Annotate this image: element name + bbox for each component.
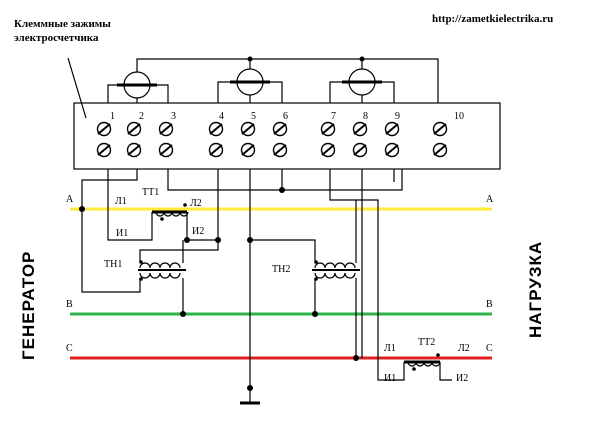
screw-terminal [352,142,368,158]
tn2-name: ТН2 [272,264,290,275]
screw-terminal [96,142,112,158]
screw-terminal [320,142,336,158]
current-transformer-tt1 [152,203,189,221]
screw-terminal [384,142,400,158]
phase-a-left-label: A [66,194,74,205]
terminal-number: 7 [331,111,336,122]
tt2-name: ТТ2 [418,337,435,348]
header-title-line1: Клеммные зажимы [14,18,111,30]
terminal-number: 10 [454,111,464,122]
screw-terminal [384,121,400,137]
meter-internal-wiring [107,56,439,103]
tt1-l2-label: Л2 [190,198,202,209]
tt1-i1-label: И1 [116,228,128,239]
screw-terminal [272,121,288,137]
screw-terminal [208,121,224,137]
screw-terminal [240,142,256,158]
terminal-number: 6 [283,111,288,122]
source-url: http://zametkielectrika.ru [432,13,553,25]
terminal-number: 1 [110,111,115,122]
terminal-block [73,102,501,170]
voltage-transformer-tn2 [312,260,360,281]
phase-a-right-label: A [486,194,494,205]
current-transformer-tt2 [404,353,452,381]
screw-terminal [158,121,174,137]
terminal-number: 8 [363,111,368,122]
external-wiring [79,169,405,405]
phase-b-right-label: B [486,299,493,310]
screw-terminal [208,142,224,158]
load-label: НАГРУЗКА [526,241,545,338]
terminal-number: 2 [139,111,144,122]
screw-terminal [158,142,174,158]
screw-terminal [352,121,368,137]
terminal-number: 9 [395,111,400,122]
pointer-line [67,57,87,119]
terminal-number: 3 [171,111,176,122]
tt1-name: ТТ1 [142,187,159,198]
generator-label: ГЕНЕРАТОР [19,251,38,360]
tt1-l1-label: Л1 [115,196,127,207]
screw-terminal [240,121,256,137]
screw-terminal [320,121,336,137]
tt2-l1-label: Л1 [384,343,396,354]
screw-terminal [126,142,142,158]
phase-c-left-label: C [66,343,73,354]
screw-terminal [432,142,448,158]
phase-b-left-label: B [66,299,73,310]
voltage-transformer-tn1 [138,260,186,281]
tt1-i2-label: И2 [192,226,204,237]
screw-terminal [126,121,142,137]
screw-terminals [96,121,448,158]
terminal-numbers: 1 2 3 4 5 6 7 8 9 10 [110,111,464,122]
tt2-l2-label: Л2 [458,343,470,354]
screw-terminal [272,142,288,158]
screw-terminal [96,121,112,137]
tt2-i1-label: И1 [384,373,396,384]
tn1-name: ТН1 [104,259,122,270]
screw-terminal [432,121,448,137]
terminal-number: 4 [219,111,224,122]
terminal-number: 5 [251,111,256,122]
tt2-i2-label: И2 [456,373,468,384]
phase-c-right-label: C [486,343,493,354]
header-title-line2: электросчетчика [14,32,99,44]
